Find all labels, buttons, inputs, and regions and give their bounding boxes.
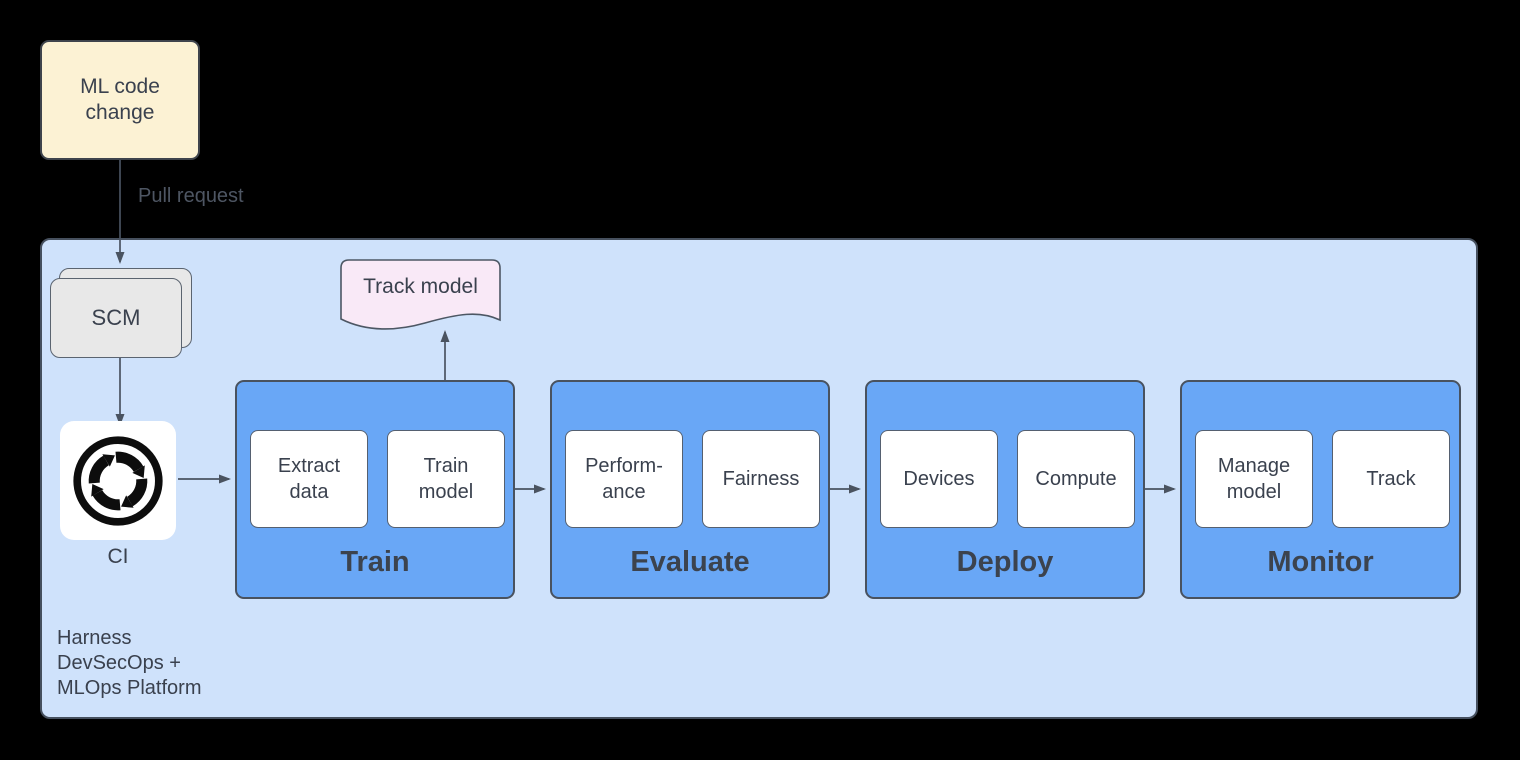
stage-item-performance: Perform- ance <box>565 430 683 528</box>
item-label: Devices <box>903 468 975 490</box>
item-label: Manage model <box>1217 455 1291 503</box>
stage-title-evaluate: Evaluate <box>630 546 750 578</box>
ci-label: CI <box>107 545 129 568</box>
stage-title-train: Train <box>340 546 410 578</box>
node-ci <box>60 421 176 540</box>
stage-item-compute: Compute <box>1017 430 1135 528</box>
scm-label: SCM <box>91 305 141 330</box>
node-track-model: Track model <box>339 258 502 332</box>
node-scm: SCM <box>50 278 182 358</box>
stage-item-track: Track <box>1332 430 1450 528</box>
stage-title-deploy: Deploy <box>956 546 1054 578</box>
stage-monitor: Manage model Track Monitor <box>1180 380 1461 599</box>
stage-deploy: Devices Compute Deploy <box>865 380 1145 599</box>
stage-train: Extract data Train model Train <box>235 380 515 599</box>
stage-item-fairness: Fairness <box>702 430 820 528</box>
ml-code-change-label: ML code change <box>80 75 160 124</box>
stage-item-manage-model: Manage model <box>1195 430 1313 528</box>
ci-cycle-arrows-icon <box>73 435 163 526</box>
stage-title-monitor: Monitor <box>1267 546 1374 578</box>
platform-label: Harness DevSecOps + MLOps Platform <box>57 627 202 699</box>
stage-evaluate: Perform- ance Fairness Evaluate <box>550 380 830 599</box>
item-label: Train model <box>418 455 474 503</box>
stage-item-devices: Devices <box>880 430 998 528</box>
stage-item-extract-data: Extract data <box>250 430 368 528</box>
item-label: Track <box>1366 468 1416 490</box>
item-label: Fairness <box>722 468 800 490</box>
node-ml-code-change: ML code change <box>40 40 200 160</box>
item-label: Perform- ance <box>585 455 663 503</box>
document-shape <box>340 259 501 330</box>
stage-item-train-model: Train model <box>387 430 505 528</box>
item-label: Extract data <box>277 455 341 503</box>
item-label: Compute <box>1035 468 1117 490</box>
track-model-label: Track model <box>363 275 478 298</box>
pull-request-label: Pull request <box>138 185 244 207</box>
